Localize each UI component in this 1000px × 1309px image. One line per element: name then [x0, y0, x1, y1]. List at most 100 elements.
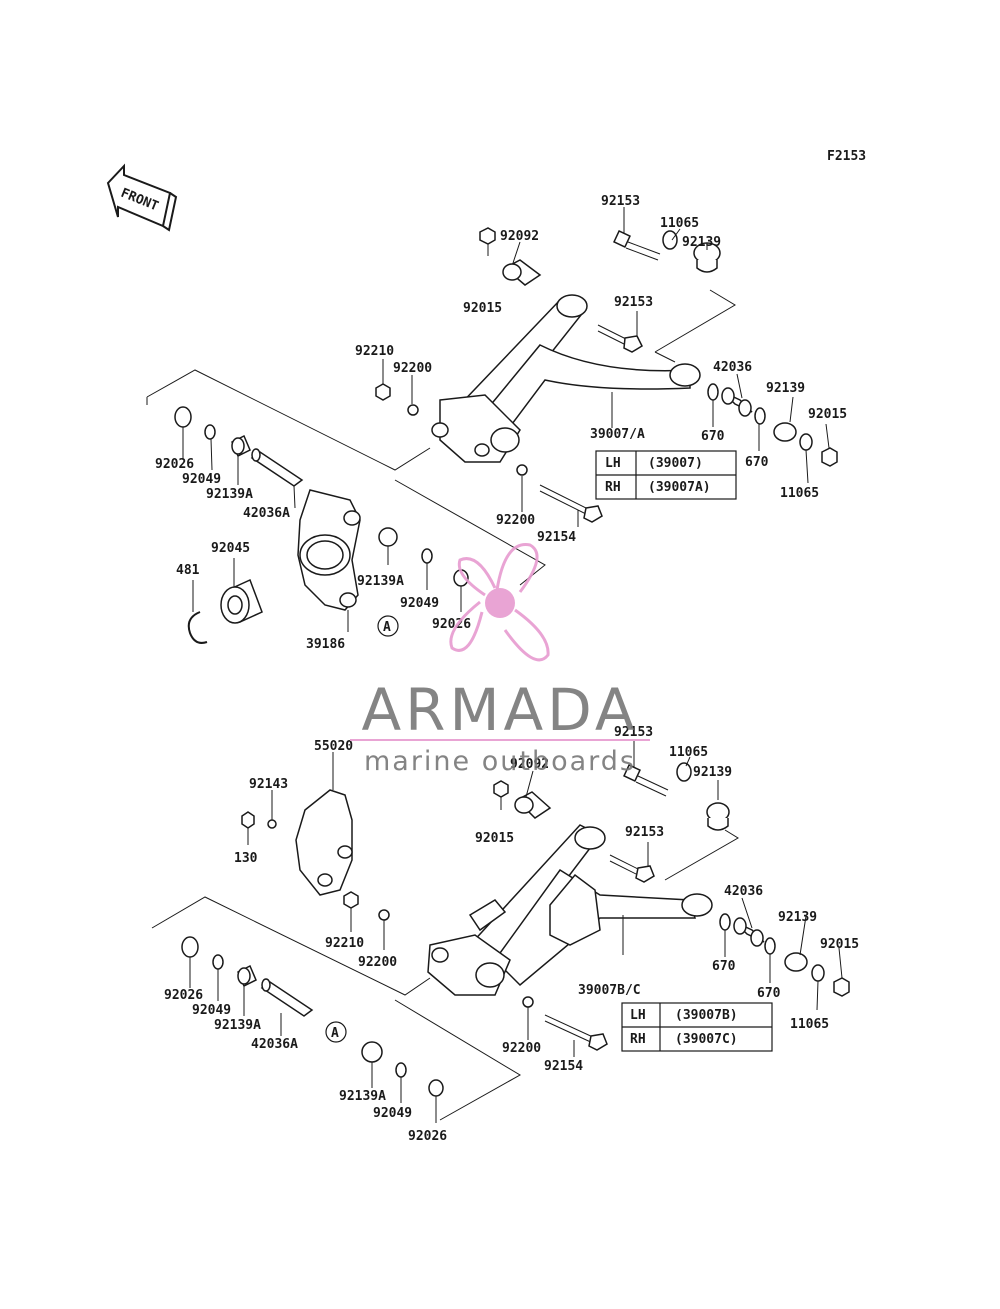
oring-670-b-icon — [754, 407, 766, 425]
bushing-92139A-b-icon — [378, 527, 398, 547]
upper-lh-rh-table: LH (39007) RH (39007A) — [595, 450, 737, 500]
label: 92200 — [358, 955, 397, 970]
label: 55020 — [314, 739, 353, 754]
lower-labels: 92153 55020 11065 92092 92139 92143 9201… — [164, 725, 859, 1144]
washer-11065-c-icon — [676, 762, 692, 782]
oring-92049-d-icon — [395, 1062, 407, 1078]
label: 92049 — [373, 1106, 412, 1121]
bolt-92154-b-icon — [544, 1014, 608, 1051]
oring-92049-icon — [204, 424, 216, 440]
table-side-rh: RH — [630, 1032, 646, 1047]
label: 42036 — [713, 360, 752, 375]
bolt-92153-mid-b-icon — [609, 854, 655, 883]
label: 92210 — [355, 344, 394, 359]
knuckle-39186 — [297, 489, 361, 611]
label: 670 — [745, 455, 769, 470]
watermark-brand: ARMADA — [361, 676, 638, 744]
label: 39186 — [306, 637, 345, 652]
lower-guide-line — [151, 896, 431, 996]
lower-lh-rh-table: LH (39007B) RH (39007C) — [621, 1002, 773, 1052]
label: 92015 — [808, 407, 847, 422]
oring-670-c-icon — [719, 913, 731, 931]
bushing-92092-icon — [502, 259, 542, 286]
bushing-92139-icon — [693, 242, 721, 273]
upper-labels: 92153 11065 92139 92092 92015 92153 9221… — [155, 194, 847, 652]
bolt-92153-top-b-icon — [623, 764, 669, 797]
label: 92139 — [693, 765, 732, 780]
bushing-92139-b-icon — [773, 422, 797, 442]
label: 92139 — [778, 910, 817, 925]
label: 11065 — [669, 745, 708, 760]
label: 92153 — [625, 825, 664, 840]
washer-92143-icon — [267, 819, 277, 829]
nut-92015-c-icon — [493, 780, 509, 798]
label: 39007/A — [590, 427, 645, 442]
oring-92049-c-icon — [212, 954, 224, 970]
label: 92139A — [214, 1018, 261, 1033]
washer-92200-b-icon — [516, 464, 528, 476]
table-part-lh: (39007) — [648, 456, 703, 471]
label: 92139 — [682, 235, 721, 250]
label: 92026 — [432, 617, 471, 632]
label: 92143 — [249, 777, 288, 792]
label: 39007B/C — [578, 983, 641, 998]
reference-a-marker — [377, 615, 399, 637]
label: 92153 — [614, 295, 653, 310]
label: 92139A — [206, 487, 253, 502]
bushing-92092-b-icon — [514, 791, 552, 819]
label: 92200 — [496, 513, 535, 528]
table-part-rh: (39007C) — [675, 1032, 738, 1047]
label: 11065 — [790, 1017, 829, 1032]
upper-guide-line — [146, 369, 431, 471]
propeller-hub-icon — [485, 588, 515, 618]
watermark-tagline: marine outboards — [364, 746, 636, 777]
washer-92200-d-icon — [522, 996, 534, 1008]
label: 92153 — [614, 725, 653, 740]
label: 42036A — [251, 1037, 298, 1052]
label: 92015 — [820, 937, 859, 952]
bolt-92153-top-icon — [613, 230, 661, 261]
bushing-92139A-d-icon — [361, 1041, 383, 1063]
oring-670-d-icon — [764, 937, 776, 955]
label: 92092 — [510, 757, 549, 772]
label: 92139 — [766, 381, 805, 396]
label: 92139A — [357, 574, 404, 589]
bushing-92139-c-icon — [706, 802, 730, 831]
label: 130 — [234, 851, 258, 866]
collar-42036-icon — [721, 387, 753, 417]
nut-92015-b-icon — [821, 447, 838, 467]
collar-42036A-icon — [250, 448, 304, 487]
label: 92015 — [463, 301, 502, 316]
seal-92026-c-icon — [181, 936, 199, 958]
collar-42036A-b-icon — [260, 978, 314, 1017]
bushing-92139A-icon — [231, 434, 251, 458]
table-side-lh: LH — [605, 456, 621, 471]
label: 92200 — [393, 361, 432, 376]
label: 92026 — [164, 988, 203, 1003]
label: 670 — [701, 429, 725, 444]
nut-92015-icon — [479, 227, 496, 245]
seal-92026-d-icon — [428, 1079, 444, 1097]
label: 92200 — [502, 1041, 541, 1056]
nut-92015-d-icon — [833, 977, 850, 997]
a-arm-39007 — [431, 294, 701, 463]
washer-92200-icon — [407, 404, 419, 416]
a-arm-39007bc — [427, 824, 713, 996]
label: 92026 — [155, 457, 194, 472]
front-arrow-icon: FRONT — [106, 163, 178, 232]
table-part-lh: (39007B) — [675, 1008, 738, 1023]
label: 92154 — [537, 530, 576, 545]
label: 92015 — [475, 831, 514, 846]
washer-11065-icon — [662, 230, 678, 250]
washer-92200-c-icon — [378, 909, 390, 921]
label: 92049 — [182, 472, 221, 487]
lower-assembly: A — [151, 741, 850, 1123]
label: 92153 — [601, 194, 640, 209]
label: 481 — [176, 563, 200, 578]
guard-55020 — [295, 789, 353, 896]
seal-92026-icon — [174, 406, 192, 428]
label: 670 — [757, 986, 781, 1001]
upper-assembly: A — [146, 207, 838, 644]
